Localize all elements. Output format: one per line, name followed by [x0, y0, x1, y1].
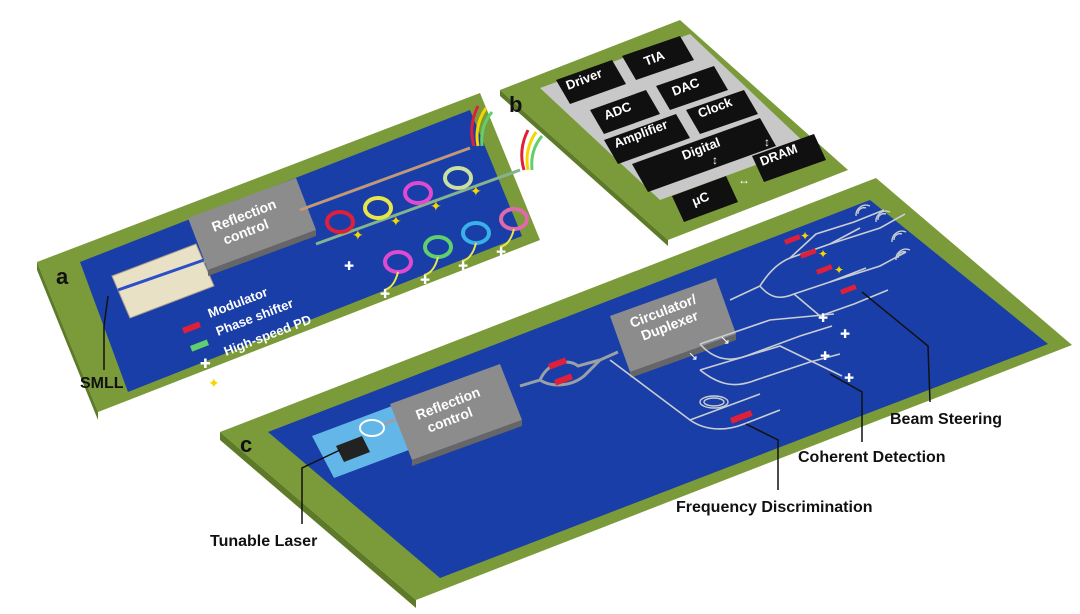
chip-uc: μC — [672, 176, 738, 222]
reflection-control-block-a — [188, 178, 316, 270]
laser-ring — [359, 419, 385, 437]
coherent-detection-callout: Coherent Detection — [798, 449, 946, 466]
legend-monitoring-pd-icon: ✦ — [208, 375, 220, 391]
arrow-icon: ↘ — [720, 333, 730, 347]
modulator-icon — [554, 373, 573, 386]
antenna-icon — [520, 129, 544, 171]
reflection-control-block-c — [390, 364, 522, 460]
frequency-discrimination-callout: Frequency Discrimination — [676, 499, 873, 516]
ring-resonator — [443, 166, 473, 190]
bus-arrow-icon: ↕ — [764, 135, 770, 149]
coherent-detection-network: ↘ ↘ ✚ ✚ ✚ ✚ — [688, 311, 854, 386]
circulator-duplexer-block — [610, 278, 736, 372]
high-speed-pd-icon: ✚ — [344, 259, 354, 273]
panel-c-letter: c — [240, 432, 252, 457]
high-speed-pd-icon: ✚ — [420, 273, 430, 287]
bus-arrow-icon: ↕ — [712, 153, 718, 167]
antenna-icon — [470, 105, 494, 147]
monitoring-pd-icon: ✦ — [390, 213, 402, 229]
high-speed-pd-icon: ✚ — [380, 287, 390, 301]
high-speed-pd-icon: ✚ — [818, 311, 828, 325]
chip-dram: DRAM — [752, 134, 826, 182]
mzi-lower-arm — [539, 358, 602, 387]
ring-resonator — [325, 210, 355, 234]
monitoring-pd-icon: ✦ — [800, 229, 810, 243]
monitoring-pd-icon: ✦ — [834, 263, 844, 277]
smll-callout-line — [103, 295, 109, 370]
monitoring-pd-icon: ✦ — [470, 183, 482, 199]
grating-antenna-icon — [855, 204, 911, 261]
monitoring-pd-icon: ✦ — [818, 247, 828, 261]
panel-b: b Driver TIA ADC DAC Amplifier Clock Dig… — [500, 20, 848, 246]
legend-phase-shifter-swatch — [190, 339, 209, 352]
smll-callout: SMLL — [80, 375, 124, 392]
beam-steering-callout: Beam Steering — [890, 411, 1002, 428]
ring-resonator — [403, 181, 433, 205]
arrow-icon: ↘ — [688, 349, 698, 363]
ring-resonator — [363, 196, 393, 220]
beam-steering-network: ✦ ✦ ✦ — [729, 204, 911, 317]
high-speed-pd-icon: ✚ — [496, 245, 506, 259]
chip-tia: TIA — [622, 36, 694, 80]
frequency-discrimination-callout-line — [745, 423, 779, 490]
watermark-text: 公众号 · 知乎 @道通科技 — [772, 554, 1018, 579]
chip-adc: ADC — [590, 90, 660, 134]
modulator-icon — [730, 410, 753, 424]
ring-row-upper: ✦ ✦ ✦ ✦ — [325, 166, 482, 243]
panel-c-substrate — [268, 200, 1048, 578]
legend-high-speed-pd-icon: ✚ — [200, 356, 211, 371]
legend-modulator-swatch — [182, 321, 201, 334]
high-speed-pd-icon: ✚ — [458, 259, 468, 273]
high-speed-pd-icon: ✚ — [840, 327, 850, 341]
smll-chip — [111, 243, 215, 319]
panel-a-letter: a — [56, 264, 69, 289]
panel-b-letter: b — [509, 92, 522, 117]
panel-a-board-edge — [37, 262, 98, 420]
monitoring-pd-icon: ✦ — [430, 198, 442, 214]
smll-waveguide — [117, 258, 205, 292]
beam-steering-callout-line — [861, 291, 931, 403]
modulator-icon — [548, 357, 567, 370]
high-speed-pd-icon: ✚ — [844, 371, 854, 385]
delay-coil — [699, 395, 729, 409]
coherent-detection-callout-line — [829, 373, 863, 442]
monitoring-pd-icon: ✦ — [352, 227, 364, 243]
tunable-laser-callout: Tunable Laser — [210, 533, 317, 550]
high-speed-pd-icon: ✚ — [820, 349, 830, 363]
bus-arrow-icon: ↔ — [738, 173, 750, 187]
watermark: 公众号 · 知乎 @道通科技 — [726, 554, 1018, 581]
tunable-laser-callout-line — [301, 449, 341, 524]
panel-c: c Reflection control Circulator/ Duplexe… — [210, 178, 1072, 608]
panel-a-substrate — [80, 110, 522, 392]
frequency-discrimination-network — [609, 359, 781, 430]
laser-die — [336, 436, 370, 462]
svg-text:TIA: TIA — [642, 47, 667, 69]
panel-a: a Reflection control ✦ ✦ ✦ ✦ — [37, 93, 544, 420]
ring-row-lower: ✚ ✚ ✚ ✚ ✚ — [344, 207, 529, 301]
to-circulator-wire — [599, 350, 619, 362]
svg-text:μC: μC — [690, 188, 712, 208]
